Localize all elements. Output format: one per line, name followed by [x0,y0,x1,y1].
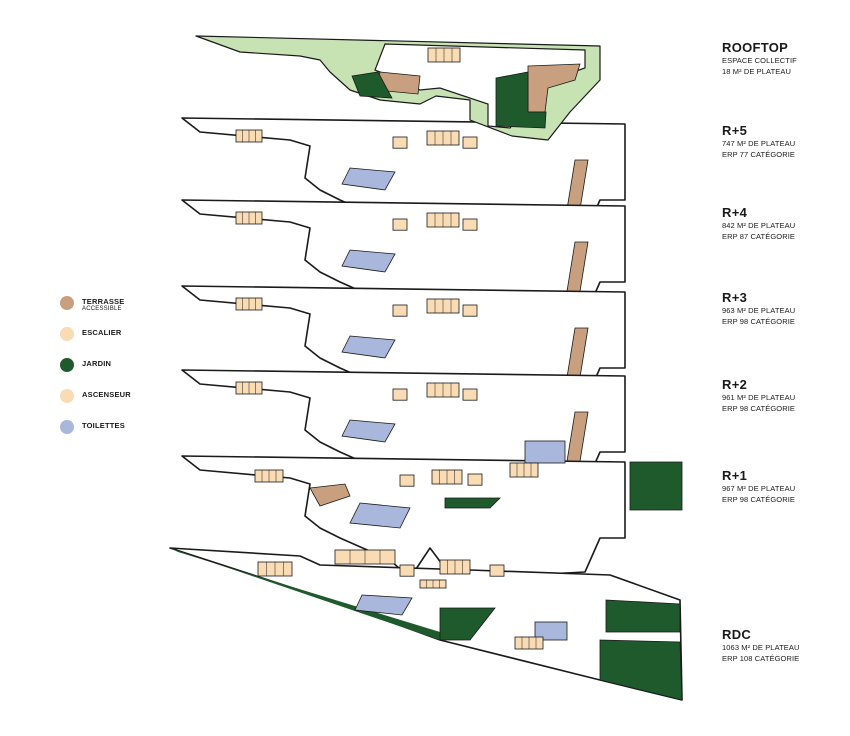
level-info: 961 M² DE PLATEAU [722,393,796,402]
level-info: ERP 87 CATÉGORIE [722,232,796,241]
floor-rooftop-garden-east [495,71,547,129]
floor-r1-toilets-east [524,440,566,464]
floor-r3-lift-1 [392,304,408,317]
floor-r5-lift-2 [462,136,478,149]
level-info: ERP 77 CATÉGORIE [722,150,796,159]
legend: TERRASSE ACCESSIBLE ESCALIER JARDIN ASCE… [56,292,176,447]
level-info: 747 M² DE PLATEAU [722,139,796,148]
legend-item-toilettes: TOILETTES [56,416,176,447]
level-info: 963 M² DE PLATEAU [722,306,796,315]
floor-r4-lift-1 [392,218,408,231]
level-title: R+4 [722,205,748,220]
floor-r2-lift-2 [462,388,478,401]
floor-rdc-lift-1 [399,564,415,577]
floor-rdc-garden-strip [170,548,440,640]
level-info: 18 M² DE PLATEAU [722,67,791,76]
legend-item-jardin: JARDIN [56,354,176,385]
level-label-r5: R+5 747 M² DE PLATEAU ERP 77 CATÉGORIE [722,123,847,160]
level-info: ERP 98 CATÉGORIE [722,495,796,504]
floor-r1-terrace-west [309,483,351,507]
level-info: ESPACE COLLECTIF [722,56,797,65]
legend-swatch-escalier [60,327,74,341]
floor-r3-toilets [341,335,396,359]
level-label-r1: R+1 967 M² DE PLATEAU ERP 98 CATÉGORIE [722,468,847,505]
floor-r5-lift-1 [392,136,408,149]
floor-r1-lift-1 [399,474,415,487]
floor-r1-garden-east [629,461,683,511]
legend-swatch-jardin [60,358,74,372]
legend-item-terrasse: TERRASSE ACCESSIBLE [56,292,176,323]
floor-r1-toilets [349,502,411,529]
level-label-r4: R+4 842 M² DE PLATEAU ERP 87 CATÉGORIE [722,205,847,242]
floor-rdc-garden-ne [605,599,681,633]
level-label-rdc: RDC 1063 M² DE PLATEAU ERP 108 CATÉGORIE [722,627,847,664]
level-title: R+1 [722,468,748,483]
legend-label: ESCALIER [82,328,122,337]
level-title: ROOFTOP [722,40,789,55]
floor-r4-lift-2 [462,218,478,231]
level-info: 842 M² DE PLATEAU [722,221,796,230]
floor-r1-lift-2 [467,473,483,486]
floor-r3-lift-2 [462,304,478,317]
legend-label: TOILETTES [82,421,125,430]
floor-r5-toilets [341,167,396,191]
level-label-r3: R+3 963 M² DE PLATEAU ERP 98 CATÉGORIE [722,290,847,327]
legend-sublabel: ACCESSIBLE [82,306,122,312]
level-title: RDC [722,627,752,642]
legend-swatch-terrasse [60,296,74,310]
floor-rdc-toilets-east [534,621,568,641]
floor-r2-lift-1 [392,388,408,401]
level-label-r2: R+2 961 M² DE PLATEAU ERP 98 CATÉGORIE [722,377,847,414]
level-title: R+5 [722,123,748,138]
level-info: 1063 M² DE PLATEAU [722,643,800,652]
legend-item-ascenseur: ASCENSEUR [56,385,176,416]
floor-r1-garden [444,497,501,509]
level-title: R+3 [722,290,748,305]
legend-swatch-toilettes [60,420,74,434]
legend-label: TERRASSE [82,297,125,306]
floor-r4-toilets [341,249,396,273]
floor-rdc-garden-center [439,607,496,641]
floor-rdc-toilets [354,594,413,616]
legend-label: ASCENSEUR [82,390,131,399]
level-info: ERP 108 CATÉGORIE [722,654,800,663]
floor-rdc-lift-2 [489,564,505,577]
level-info: ERP 98 CATÉGORIE [722,404,796,413]
legend-swatch-ascenseur [60,389,74,403]
level-title: R+2 [722,377,748,392]
legend-label: JARDIN [82,359,112,368]
legend-item-escalier: ESCALIER [56,323,176,354]
floor-r2-toilets [341,419,396,443]
floor-rdc-garden-se [599,639,683,701]
level-info: 967 M² DE PLATEAU [722,484,796,493]
level-label-rooftop: ROOFTOP ESPACE COLLECTIF 18 M² DE PLATEA… [722,40,847,77]
floor-rooftop-garden-west [351,71,393,99]
level-info: ERP 98 CATÉGORIE [722,317,796,326]
